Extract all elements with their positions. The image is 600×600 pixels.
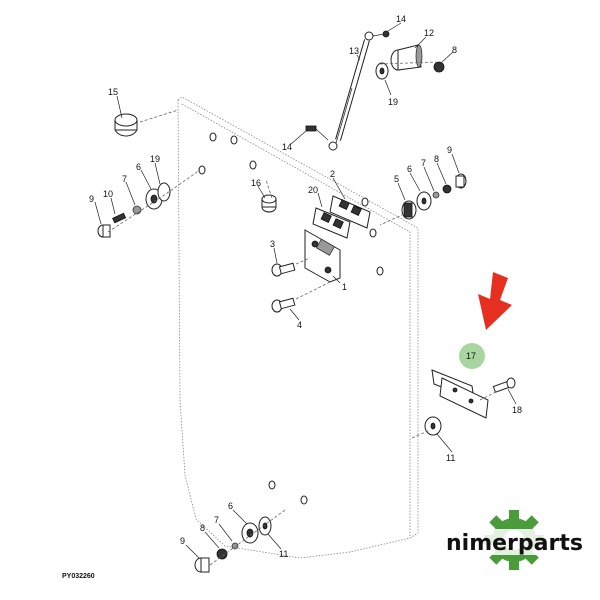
- bottom-bumper-assembly: [194, 509, 286, 573]
- callout-8-top: 8: [452, 45, 457, 55]
- gas-strut: [328, 31, 374, 151]
- callout-19-top: 19: [388, 97, 398, 107]
- plug-16: [261, 179, 277, 213]
- leader-lines: [94, 22, 517, 559]
- callout-11-bottom: 11: [279, 549, 288, 559]
- plate-17: [411, 369, 516, 439]
- nut-8-top: [433, 61, 445, 73]
- panel-holes: [198, 132, 384, 505]
- callout-19-left: 19: [150, 154, 160, 164]
- cap-15: [114, 113, 138, 137]
- callout-6-right: 6: [407, 164, 412, 174]
- panel-outline: [177, 96, 419, 559]
- brand-text-backdrop: [445, 529, 585, 555]
- callout-17-highlight: [459, 343, 485, 369]
- callout-9-left: 9: [89, 194, 94, 204]
- callout-7-right: 7: [421, 158, 426, 168]
- callout-4: 4: [297, 320, 302, 330]
- callout-5: 5: [394, 174, 399, 184]
- callout-14-bottom: 14: [282, 142, 292, 152]
- bolt-4: [271, 281, 331, 313]
- callout-18: 18: [512, 405, 522, 415]
- drawing-code: PY032260: [62, 573, 95, 580]
- callout-8-right: 8: [434, 154, 439, 164]
- bumper-12: [390, 44, 423, 71]
- washer-19-top: [375, 62, 389, 80]
- hinge-assembly: [304, 195, 371, 283]
- callout-17: 17: [466, 351, 476, 361]
- callout-12: 12: [424, 28, 434, 38]
- callout-20: 20: [308, 185, 318, 195]
- callout-13: 13: [349, 46, 359, 56]
- callout-6-bottom: 6: [228, 501, 233, 511]
- callout-15: 15: [108, 87, 118, 97]
- ball-stud-bottom: [305, 125, 329, 141]
- panel-inner-edge: [181, 103, 411, 538]
- callout-14-top: 14: [396, 14, 406, 24]
- callout-9-right: 9: [447, 145, 452, 155]
- callout-1: 1: [342, 282, 347, 292]
- callout-7-bottom: 7: [214, 515, 219, 525]
- left-bumper-assembly: [97, 169, 201, 238]
- bolt-3: [271, 257, 311, 277]
- callout-7-left: 7: [122, 174, 127, 184]
- callout-6-left: 6: [136, 162, 141, 172]
- callout-2: 2: [330, 169, 335, 179]
- callout-labels: 14 13 12 8 19 14 15 19 6 7 10 9 16 20 2 …: [89, 14, 522, 559]
- callout-9-bottom: 9: [180, 536, 185, 546]
- callout-3: 3: [270, 239, 275, 249]
- callout-16: 16: [251, 178, 261, 188]
- red-arrow-icon: [478, 272, 512, 330]
- ball-stud-top: [372, 30, 390, 38]
- callout-8-bottom: 8: [200, 523, 205, 533]
- callout-10: 10: [103, 189, 113, 199]
- right-bumper-assembly: [379, 173, 467, 226]
- brand-name: nimerparts: [446, 531, 583, 556]
- callout-11-right: 11: [446, 453, 455, 463]
